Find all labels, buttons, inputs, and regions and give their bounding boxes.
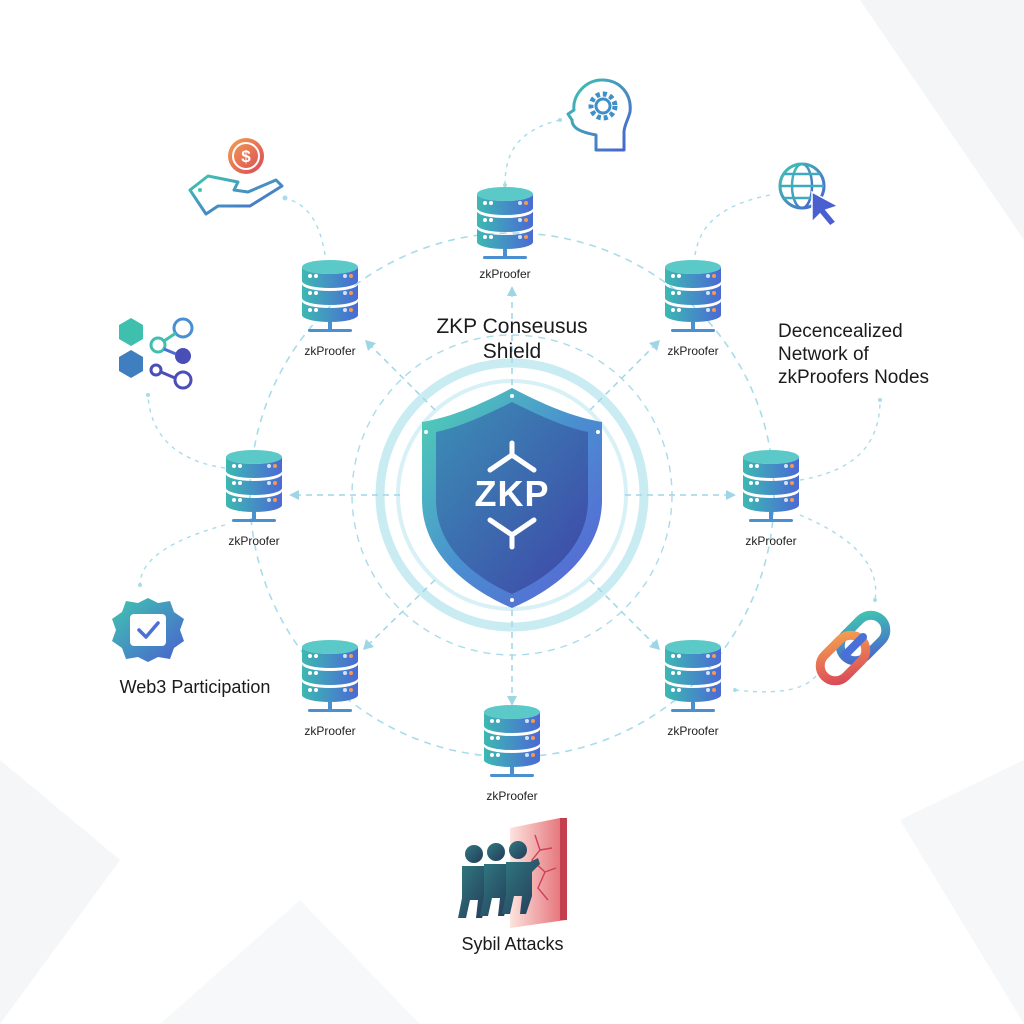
network-label-line-2: Network of bbox=[778, 344, 869, 365]
web3-participation-label: Web3 Participation bbox=[119, 677, 271, 697]
svg-text:$: $ bbox=[241, 147, 251, 166]
network-label-line-1: Decencealized bbox=[778, 321, 903, 342]
head-gear-icon bbox=[566, 78, 632, 152]
crowd-wall-icon bbox=[458, 818, 567, 928]
node-label-left: zkProofer bbox=[228, 534, 280, 548]
node-label-top-left: zkProofer bbox=[304, 344, 356, 358]
diagram-title: ZKP Conseusus Shield bbox=[380, 314, 644, 364]
zkp-shield-icon bbox=[422, 388, 602, 608]
chain-link-icon bbox=[815, 610, 891, 686]
verified-badge-icon bbox=[112, 598, 184, 662]
node-label-bottom-left: zkProofer bbox=[304, 724, 356, 738]
sybil-attacks-label: Sybil Attacks bbox=[461, 934, 564, 954]
hexagon-network-icon bbox=[119, 317, 194, 390]
globe-cursor-icon bbox=[778, 162, 840, 227]
hand-coin-icon: $ bbox=[188, 138, 284, 216]
title-line-2: Shield bbox=[482, 340, 542, 363]
shield-text: ZKP bbox=[474, 473, 550, 514]
node-label-top: zkProofer bbox=[479, 267, 531, 281]
node-label-bottom-right: zkProofer bbox=[667, 724, 719, 738]
title-line-1: ZKP Conseusus bbox=[436, 315, 588, 338]
node-label-right: zkProofer bbox=[745, 534, 797, 548]
node-label-top-right: zkProofer bbox=[667, 344, 719, 358]
node-label-bottom: zkProofer bbox=[486, 789, 538, 803]
network-label-line-3: zkProofers Nodes bbox=[778, 367, 930, 388]
network-label: Decencealized Network of zkProofers Node… bbox=[778, 320, 929, 389]
